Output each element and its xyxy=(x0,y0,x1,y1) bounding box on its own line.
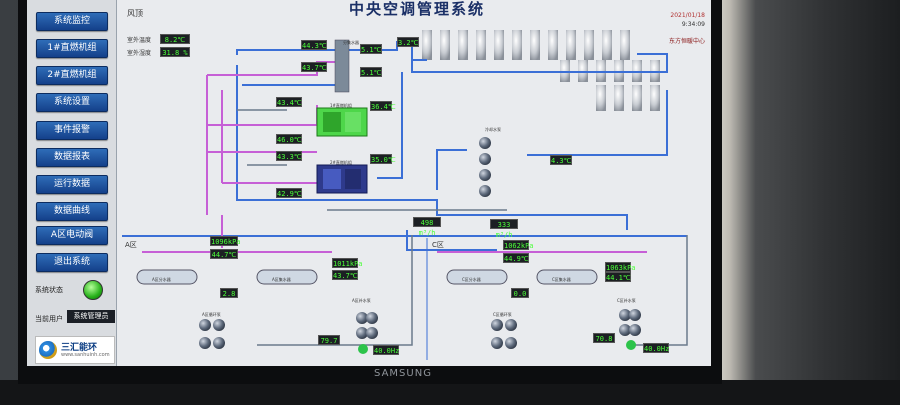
a-pump-percent: 79.7 xyxy=(318,335,340,345)
a-temp1: 44.7℃ xyxy=(210,249,238,259)
menu-alarms[interactable]: 事件报警 xyxy=(36,121,108,140)
a-exchanger2-label: A区集水器 xyxy=(272,277,291,282)
readout-r3: 5.1℃ xyxy=(360,44,382,54)
a-exchanger1-label: A区分水器 xyxy=(152,277,171,282)
a-pump-group2-label: A区补水泵 xyxy=(352,298,371,303)
a-frequency: 40.0Hz xyxy=(373,345,400,355)
menu-a-valve[interactable]: A区电动阀 xyxy=(36,226,108,245)
c-pump-group2-label: C区补水泵 xyxy=(617,298,636,303)
outdoor-temp-value: 8.2℃ xyxy=(160,34,190,44)
logo-icon xyxy=(39,341,57,359)
background-desk xyxy=(0,380,900,405)
system-status-label: 系统状态 xyxy=(35,286,63,294)
unit1-machine xyxy=(316,107,368,137)
c-exchanger2-label: C区集水器 xyxy=(552,277,571,282)
current-user-label: 当前用户 xyxy=(35,315,63,323)
pump-group-label: 冷却水泵 xyxy=(485,127,501,132)
readout-r12: 4.3℃ xyxy=(550,155,572,165)
menu-unit2[interactable]: 2#直燃机组 xyxy=(36,66,108,85)
unit1-label: 1#直燃机组 xyxy=(330,103,352,108)
menu-unit1[interactable]: 1#直燃机组 xyxy=(36,39,108,58)
screen: 系统监控 1#直燃机组 2#直燃机组 系统设置 事件报警 数据报表 运行数据 数… xyxy=(27,0,711,366)
c-temp1: 44.9℃ xyxy=(503,253,529,263)
current-user-value: 系统管理员 xyxy=(67,310,115,323)
menu-curves[interactable]: 数据曲线 xyxy=(36,202,108,221)
collector-label: 分集水器 xyxy=(343,40,359,45)
cooling-towers-bottom xyxy=(596,85,660,111)
readout-r7: 36.4℃ xyxy=(370,101,396,111)
cooling-towers-top xyxy=(422,30,630,60)
a-valve-opening: 2.8 xyxy=(220,288,238,298)
logo-website: www.sanhuinh.com xyxy=(61,352,110,358)
a-pressure2: 1011kPa xyxy=(332,258,363,268)
readout-r10: 35.0℃ xyxy=(370,154,396,164)
a-pump-group1-label: A区循环泵 xyxy=(202,312,221,317)
readout-r8: 46.0℃ xyxy=(276,134,302,144)
page-title: 中央空调管理系统 xyxy=(348,0,485,18)
logo-text: 三汇能环 xyxy=(61,343,98,353)
company-name: 东方恒暖中心 xyxy=(668,38,705,45)
readout-r2: 43.7℃ xyxy=(301,62,327,72)
readout-r5: 3.2℃ xyxy=(397,37,419,47)
outdoor-humidity-value: 31.8 % xyxy=(160,47,190,57)
readout-r11: 42.9℃ xyxy=(276,188,302,198)
collector-block xyxy=(334,39,350,93)
readout-r4: 5.1℃ xyxy=(360,67,382,77)
zone-c-label: C区 xyxy=(432,241,444,249)
c-pressure1: 1062kPa xyxy=(503,240,534,250)
system-status-light xyxy=(83,280,103,300)
zone-a-label: A区 xyxy=(125,241,137,249)
zone-c-exchangers xyxy=(446,269,598,285)
c-valve-opening: 0.0 xyxy=(511,288,529,298)
readout-r6: 43.4℃ xyxy=(276,97,302,107)
menu-reports[interactable]: 数据报表 xyxy=(36,148,108,167)
menu-runtime-data[interactable]: 运行数据 xyxy=(36,175,108,194)
readout-flow1: 498 m³/h xyxy=(413,217,441,237)
pipe-diagram xyxy=(122,30,688,360)
readout-r9: 43.3℃ xyxy=(276,151,302,161)
zone-a-pumps xyxy=(199,312,378,354)
a-pressure1: 1096kPa xyxy=(210,236,241,246)
date-display: 2021/01/18 xyxy=(670,12,705,19)
c-pressure2: 1063kPa xyxy=(605,262,636,272)
sidebar: 系统监控 1#直燃机组 2#直燃机组 系统设置 事件报警 数据报表 运行数据 数… xyxy=(27,0,117,366)
c-temp2: 44.1℃ xyxy=(605,272,631,282)
a-temp2: 43.7℃ xyxy=(332,270,358,280)
outdoor-temp-label: 室外温度 xyxy=(127,37,152,44)
menu-system-monitor[interactable]: 系统监控 xyxy=(36,12,108,31)
c-frequency: 40.0Hz xyxy=(643,343,670,353)
zone-c-pumps xyxy=(491,309,641,350)
outdoor-humidity-label: 室外湿度 xyxy=(127,50,152,57)
background-door-frame xyxy=(715,0,900,405)
c-pump-group1-label: C区循环泵 xyxy=(493,312,512,317)
readout-r1: 44.3℃ xyxy=(301,40,327,50)
unit2-machine xyxy=(316,164,368,194)
menu-settings[interactable]: 系统设置 xyxy=(36,93,108,112)
readout-flow2: 333 m³/h xyxy=(490,219,518,239)
menu-exit[interactable]: 退出系统 xyxy=(36,253,108,272)
company-logo: 三汇能环 www.sanhuinh.com xyxy=(35,336,115,364)
section-title: 风顶 xyxy=(127,9,143,18)
unit2-label: 2#直燃机组 xyxy=(330,160,352,165)
zone-a-exchangers xyxy=(136,269,318,285)
monitor-brand: SAMSUNG xyxy=(374,368,432,379)
time-display: 9:34:09 xyxy=(681,21,705,28)
c-exchanger1-label: C区分水器 xyxy=(462,277,481,282)
c-pump-percent: 70.8 xyxy=(593,333,615,343)
chilled-water-pumps xyxy=(479,137,491,197)
